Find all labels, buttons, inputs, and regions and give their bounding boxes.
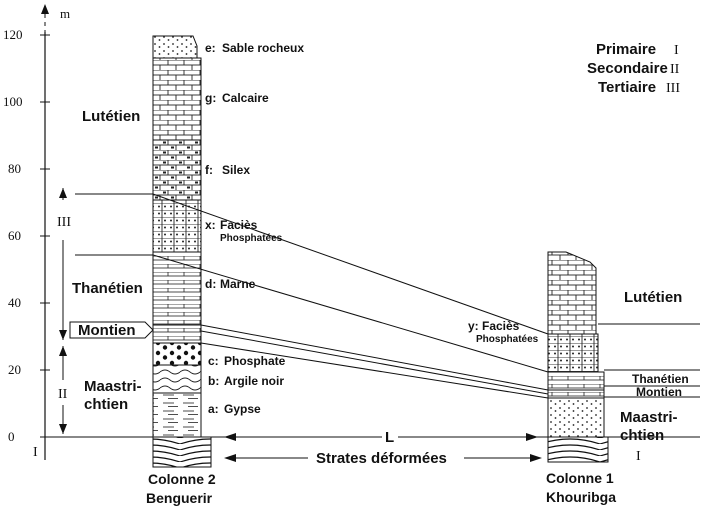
legend-secondaire-symbol: II [670,62,680,77]
col1-layer-thanetien [547,371,605,391]
scale-tick-label: 60 [8,228,21,243]
distance-label: L [385,429,394,446]
era-marker-II: II [58,346,68,434]
col1-stage-maastri: Maastri- [620,409,678,426]
col2-layer-phosphate [152,342,202,366]
column-2 [152,35,212,468]
distance-arrow-right-icon [526,433,538,441]
era-marker-III: III [57,188,71,340]
col2-stage-maastri: Maastri- [84,378,142,395]
col2-layer-sable [152,35,198,59]
col1-basement [547,436,609,463]
legend-primaire: Primaire [596,41,656,58]
col2-stage-montien: Montien [78,322,136,339]
scale-tick-100: 100 [3,94,50,109]
col2-stage-chtien: chtien [84,396,128,413]
layer-x-sub: Phosphatées [220,233,283,244]
col2-title: Colonne 2 [148,471,216,487]
correlation-lutetien-base [152,193,549,335]
col2-montien-box [69,321,154,339]
legend-primaire-symbol: I [674,43,679,58]
scale-tick-label: 120 [3,27,23,42]
vertical-scale: m 0 20 40 60 80 100 120 [3,4,71,460]
scale-arrow-icon [41,4,49,14]
col2-basement [152,436,212,468]
col1-stage-thanetien: Thanétien [632,372,689,386]
col2-layer-marne [152,251,202,326]
col1-facies-letter: y: [468,319,479,333]
col1-layer-facies [547,333,599,373]
layer-d-name: Marne [220,277,256,291]
col1-facies-sub: Phosphatées [476,334,539,345]
layer-f-name: Silex [222,163,250,177]
correlation-montien-top [200,324,549,391]
era-legend: Primaire I Secondaire II Tertiaire III [587,41,680,96]
legend-secondaire: Secondaire [587,60,668,77]
col2-layer-facies [152,199,202,253]
col1-layer-maastrichtien [547,397,605,438]
layer-g-name: Calcaire [222,91,269,105]
col2-layer-labels: e: Sable rocheux g: Calcaire f: Silex x:… [205,41,304,416]
col2-layer-silex [152,139,202,201]
correlation-thanetien-top [152,254,549,373]
layer-a-name: Gypse [224,402,261,416]
scale-tick-120: 120 [3,27,50,42]
col2-layer-montien [152,324,202,344]
col2-layer-gypse [152,392,202,438]
era-II-label: II [58,387,68,402]
col1-facies-name: Faciès [482,319,520,333]
layer-c-letter: c: [208,354,219,368]
col2-layer-calcaire [152,57,202,141]
layer-x-letter: x: [205,218,216,232]
scale-tick-80: 80 [8,161,50,176]
era-III-label: III [57,215,71,230]
deformed-strata-note: Strates déformées [316,450,447,467]
scale-tick-60: 60 [8,228,50,243]
layer-f-letter: f: [205,163,213,177]
correlation-maastrichtien-top [200,342,549,399]
layer-b-name: Argile noir [224,374,284,388]
col1-layer-lutetien [547,251,597,335]
correlation-montien-mid [200,330,549,395]
correlation-lines [152,193,549,399]
layer-b-letter: b: [208,374,219,388]
col2-layer-argile [152,364,202,394]
col1-place: Khouribga [546,489,616,505]
scale-tick-label: 80 [8,161,21,176]
col2-stage-thanetien: Thanétien [72,280,143,297]
scale-tick-label: 100 [3,94,23,109]
layer-e-name: Sable rocheux [222,41,304,55]
distance-arrow-left-icon [224,433,236,441]
col1-stage-lutetien: Lutétien [624,289,682,306]
scale-tick-label: 40 [8,295,21,310]
scale-unit: m [60,6,70,21]
col1-stage-montien: Montien [636,385,682,399]
layer-g-letter: g: [205,91,216,105]
legend-tertiaire-symbol: III [666,81,680,96]
col2-stage-labels: Lutétien Thanétien Montien Maastri- chti… [69,108,154,413]
col1-title: Colonne 1 [546,470,614,486]
col2-place: Benguerir [146,490,213,506]
layer-a-letter: a: [208,402,219,416]
layer-c-name: Phosphate [224,354,286,368]
scale-tick-20: 20 [8,362,50,377]
layer-e-letter: e: [205,41,216,55]
era-I-label-right: I [636,449,641,464]
deformed-arrow-right-icon [530,454,542,462]
scale-tick-label: 20 [8,362,21,377]
col1-layer-montien [547,389,605,399]
col1-stage-chtien: chtien [620,427,664,444]
deformed-arrow-left-icon [224,454,236,462]
layer-d-letter: d: [205,277,216,291]
col2-stage-lutetien: Lutétien [82,108,140,125]
legend-tertiaire: Tertiaire [598,79,656,96]
scale-tick-label: 0 [8,429,15,444]
scale-tick-40: 40 [8,295,50,310]
era-I-label-left: I [33,445,38,460]
distance-indicator: L Strates déformées [224,428,542,467]
column-1 [547,251,609,463]
